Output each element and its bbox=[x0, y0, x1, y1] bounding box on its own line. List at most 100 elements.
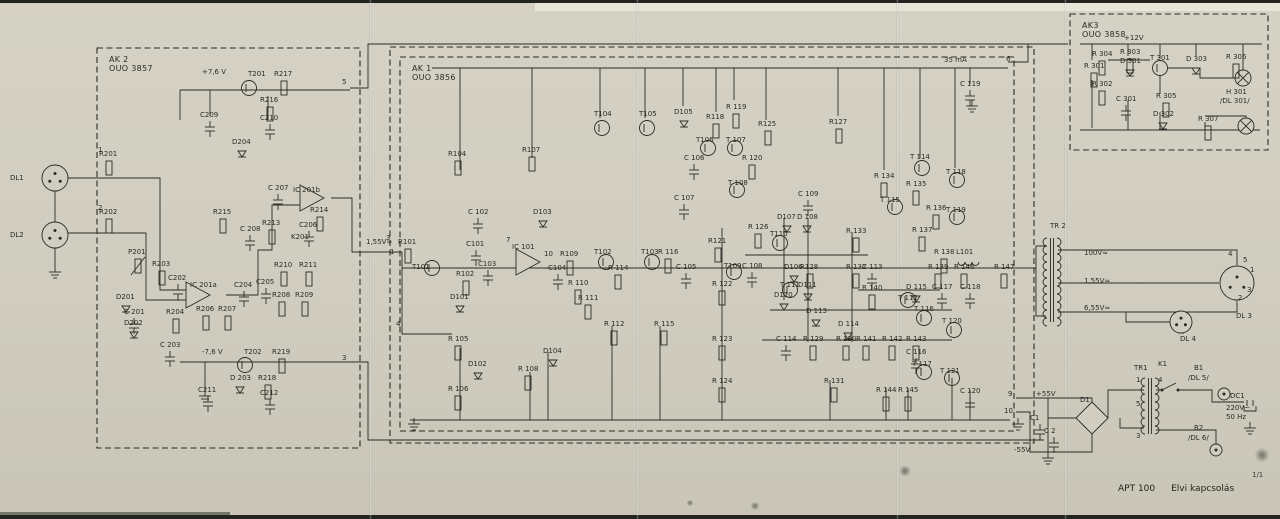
component-label: 6,55V≈ bbox=[1084, 304, 1110, 312]
component-label: L101 bbox=[956, 248, 973, 256]
component-label: C202 bbox=[168, 274, 186, 282]
transistor-symbol bbox=[949, 172, 965, 188]
component-label: T 120 bbox=[941, 317, 962, 325]
resistor-symbol bbox=[158, 270, 166, 286]
component-label: R 105 bbox=[448, 335, 468, 343]
transistor-symbol bbox=[700, 140, 716, 156]
component-label: 9 bbox=[1008, 390, 1012, 398]
component-label: T 118 bbox=[945, 168, 966, 176]
resistor-symbol bbox=[610, 330, 618, 346]
component-label: R218 bbox=[258, 374, 276, 382]
component-label: R 131 bbox=[824, 377, 844, 385]
component-label: C212 bbox=[260, 389, 278, 397]
resistor-symbol bbox=[278, 301, 286, 317]
component-label: R 124 bbox=[712, 377, 733, 385]
resistor-symbol bbox=[278, 358, 286, 374]
component-label: R 138 bbox=[934, 248, 954, 256]
component-label: D 303 bbox=[1186, 55, 1207, 63]
component-label: D 113 bbox=[806, 307, 827, 315]
component-label: T 108 bbox=[727, 179, 748, 187]
component-label: R127 bbox=[829, 118, 847, 126]
component-label: DL1 bbox=[10, 174, 24, 182]
wire bbox=[1016, 397, 1093, 402]
resistor-symbol bbox=[1162, 102, 1170, 118]
diode-symbol bbox=[843, 332, 853, 340]
component-label: C206 bbox=[299, 221, 318, 229]
component-label: R 115 bbox=[654, 320, 674, 328]
resistor-symbol bbox=[934, 273, 942, 289]
component-label: K1 bbox=[1158, 360, 1167, 368]
wire bbox=[1119, 418, 1144, 429]
component-label: R 303 bbox=[1120, 48, 1140, 56]
component-label: 5 bbox=[1243, 256, 1247, 264]
resistor-symbol bbox=[584, 304, 592, 320]
din-connector bbox=[41, 221, 69, 249]
opamp-symbol bbox=[185, 281, 211, 309]
wire bbox=[1178, 389, 1244, 403]
resistor-symbol bbox=[940, 258, 948, 274]
component-label: R208 bbox=[272, 291, 290, 299]
component-label: R 305 bbox=[1156, 92, 1176, 100]
resistor-symbol bbox=[852, 237, 860, 253]
transistor-symbol bbox=[729, 182, 745, 198]
resistor-symbol bbox=[718, 387, 726, 403]
connector-pin bbox=[1179, 316, 1183, 320]
component-label: D104 bbox=[543, 347, 562, 355]
resistor-symbol bbox=[888, 345, 896, 361]
transistor-symbol bbox=[424, 260, 440, 276]
block-outline-ak3 bbox=[1069, 13, 1269, 151]
diode-symbol bbox=[802, 225, 812, 233]
mains-plug-symbol bbox=[1243, 406, 1257, 412]
component-label: D204 bbox=[232, 138, 251, 146]
component-label: DL 3 bbox=[1236, 312, 1252, 320]
diode-symbol bbox=[803, 293, 813, 301]
resistor-symbol bbox=[280, 80, 288, 96]
resistor-symbol bbox=[732, 113, 740, 129]
paper-edge-top bbox=[0, 0, 1280, 3]
component-label: R 122 bbox=[712, 280, 732, 288]
wire bbox=[350, 361, 1044, 441]
resistor-symbol bbox=[1000, 273, 1008, 289]
component-label: R 133 bbox=[846, 227, 866, 235]
resistor-symbol bbox=[1090, 72, 1098, 88]
transistor-symbol bbox=[1152, 60, 1168, 76]
diode-symbol bbox=[779, 303, 789, 311]
resistor-symbol bbox=[280, 271, 288, 287]
component-label: C101 bbox=[466, 240, 484, 248]
component-label: T 112 bbox=[897, 294, 918, 302]
component-label: T101 bbox=[411, 263, 430, 271]
resistor-symbol bbox=[868, 294, 876, 310]
component-label: C 2 bbox=[1044, 427, 1056, 435]
sheet-number: 1/1 bbox=[1252, 471, 1264, 479]
component-label: DL 4 bbox=[1180, 335, 1197, 343]
connector-pin bbox=[1175, 323, 1179, 327]
resistor-symbol bbox=[714, 247, 722, 263]
component-label: C 109 bbox=[798, 190, 818, 198]
transistor-symbol bbox=[726, 264, 742, 280]
component-label: R101 bbox=[398, 238, 416, 246]
component-label: C 120 bbox=[960, 387, 980, 395]
component-label: D107 bbox=[777, 213, 796, 221]
resistor-symbol bbox=[1098, 90, 1106, 106]
component-label: R210 bbox=[274, 261, 292, 269]
component-label: T 111 bbox=[779, 281, 800, 289]
resistor-symbol bbox=[918, 236, 926, 252]
block-outline-ak1 bbox=[399, 56, 1015, 432]
transformer-winding bbox=[1056, 237, 1062, 327]
connector-pin bbox=[53, 171, 57, 175]
diode-symbol bbox=[237, 150, 247, 158]
component-label: T 107 bbox=[725, 136, 746, 144]
paper-fold bbox=[636, 0, 639, 519]
block-label: AK3 bbox=[1082, 21, 1099, 30]
diode-symbol bbox=[129, 331, 139, 339]
component-label: R 129 bbox=[803, 335, 823, 343]
component-label: C 207 bbox=[268, 184, 288, 192]
component-label: R 123 bbox=[712, 335, 732, 343]
component-label: R 132 bbox=[846, 263, 866, 271]
component-label: DL2 bbox=[10, 231, 24, 239]
transistor-symbol bbox=[241, 80, 257, 96]
component-label: C 116 bbox=[906, 348, 927, 356]
component-label: R102 bbox=[456, 270, 474, 278]
resistor-symbol bbox=[862, 345, 870, 361]
transistor-symbol bbox=[946, 322, 962, 338]
